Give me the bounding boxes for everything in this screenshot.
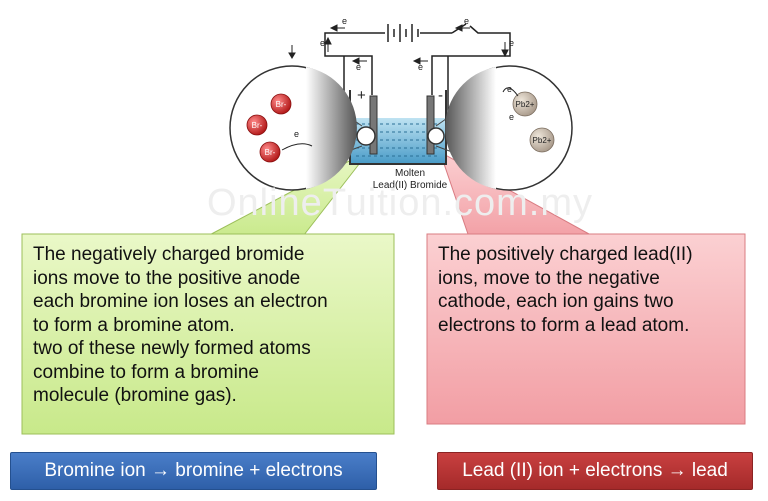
- electron-label: e: [294, 129, 299, 139]
- electron-label: e: [509, 112, 514, 122]
- cathode-sign: -: [438, 87, 443, 104]
- cathode-zoom-spot: [427, 127, 445, 145]
- watermark: OnlineTuition.com.my: [206, 182, 594, 224]
- anode-electrode: [369, 95, 378, 155]
- lead-text-line: cathode, each ion gains two: [438, 291, 674, 312]
- bromide-ions: [246, 93, 292, 163]
- bromide-text-line: The negatively charged bromide: [33, 244, 305, 265]
- lead-ion-label: Pb2+: [533, 136, 552, 145]
- lead-explanation: The positively charged lead(II) ions, mo…: [438, 243, 738, 337]
- bromide-text-line: two of these newly formed atoms: [33, 338, 311, 359]
- battery-symbol: [387, 24, 419, 42]
- anode-magnified-view: [229, 65, 376, 191]
- bromide-text-line: each bromine ion loses an electron: [33, 291, 328, 312]
- electron-label: e: [356, 62, 361, 72]
- lead-text-line: The positively charged lead(II): [438, 244, 693, 265]
- anode-equation-banner: Bromine ion → bromine + electrons: [10, 452, 377, 490]
- molten-label: Molten: [395, 168, 425, 179]
- lead-text-line: electrons to form a lead atom.: [438, 314, 690, 336]
- bromide-ion-label: Br-: [265, 148, 276, 157]
- electron-label: e: [418, 62, 423, 72]
- electron-loss-arrow: [281, 143, 313, 151]
- cathode-equation-banner: Lead (II) ion + electrons → lead: [437, 452, 753, 490]
- electron-label: e: [464, 16, 469, 26]
- electron-arrows: [288, 24, 509, 65]
- lead-ion-label: Pb2+: [516, 100, 535, 109]
- lead-text-line: ions, move to the negative: [438, 267, 660, 289]
- green-callout-box: [21, 233, 395, 435]
- red-callout-box: [426, 233, 746, 425]
- bromide-text-line: ions move to the positive anode: [33, 267, 301, 289]
- bromide-explanation: The negatively charged bromide ions move…: [33, 243, 383, 408]
- bromide-text-line: molecule (bromine gas).: [33, 385, 237, 406]
- bromide-ion-label: Br-: [276, 100, 287, 109]
- bromide-text-line: combine to form a bromine: [33, 361, 259, 383]
- electron-label: e: [507, 84, 512, 94]
- electron-label: e: [320, 38, 325, 48]
- bromide-ion-label: Br-: [252, 121, 263, 130]
- electron-gain-arrow: [502, 87, 519, 97]
- anode-zoom-spot: [356, 126, 376, 146]
- electron-label: e: [342, 16, 347, 26]
- lead-ions: [512, 91, 555, 153]
- electron-label: e: [509, 38, 514, 48]
- bromide-text-line: to form a bromine atom.: [33, 314, 235, 336]
- anode-sign: +: [357, 87, 366, 104]
- cathode-magnified-view: [427, 65, 573, 191]
- cathode-electrode: [426, 95, 435, 155]
- compound-label: Lead(II) Bromide: [373, 180, 448, 191]
